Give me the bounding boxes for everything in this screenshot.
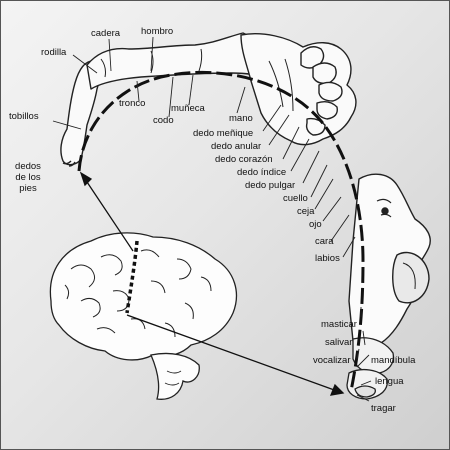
label-cara: cara <box>315 236 334 247</box>
label-codo: codo <box>153 115 174 126</box>
label-tobillos: tobillos <box>9 111 39 122</box>
motor-strip <box>125 240 139 314</box>
label-hombro: hombro <box>141 26 174 37</box>
label-dedo-anular: dedo anular <box>211 141 262 152</box>
label-ojo: ojo <box>309 219 322 230</box>
homunculus-body <box>60 32 357 167</box>
label-lengua: lengua <box>375 376 404 387</box>
label-dedo-corazon: dedo corazón <box>215 154 273 165</box>
label-rodilla: rodilla <box>41 47 67 58</box>
label-cadera: cadera <box>91 28 121 39</box>
label-masticar: masticar <box>321 319 357 330</box>
label-dedos-de-los-pies: dedos de los pies <box>15 161 41 194</box>
label-ceja: ceja <box>297 206 315 217</box>
label-dedo-pulgar: dedo pulgar <box>245 180 296 191</box>
label-labios: labios <box>315 253 340 264</box>
label-salivar: salivar <box>325 337 353 348</box>
label-tragar: tragar <box>371 403 396 414</box>
label-tronco: tronco <box>119 98 146 109</box>
projection-arrows <box>79 171 345 396</box>
label-mandibula: mandíbula <box>371 355 416 366</box>
label-vocalizar: vocalizar <box>313 355 351 366</box>
label-muneca: muñeca <box>171 103 205 114</box>
cortex-arc <box>77 71 365 392</box>
label-dedo-indice: dedo índice <box>237 167 287 178</box>
label-leader-lines <box>52 36 372 402</box>
label-mano: mano <box>229 113 253 124</box>
jaw-and-tongue <box>346 337 395 400</box>
label-dedo-menique: dedo meñique <box>193 128 254 139</box>
label-cuello: cuello <box>283 193 308 204</box>
brain-illustration <box>49 232 237 400</box>
